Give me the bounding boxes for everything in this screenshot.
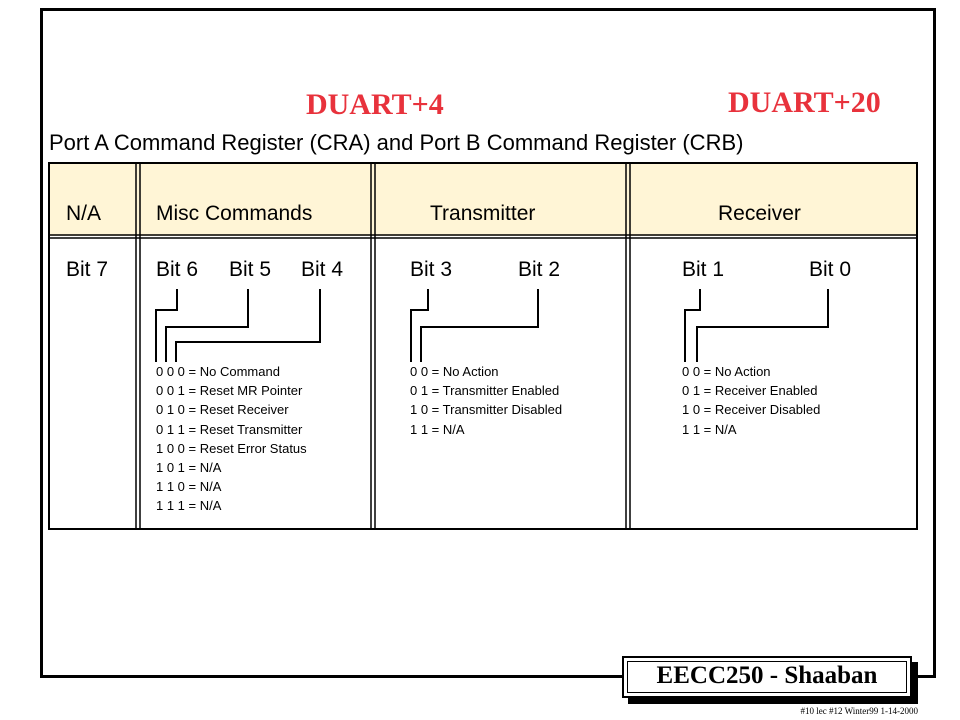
- header-receiver: Receiver: [718, 202, 801, 225]
- bit-6-label: Bit 6: [156, 258, 199, 281]
- misc-encoding-item: 1 1 1 = N/A: [156, 498, 222, 514]
- bit-7-label: Bit 7: [66, 258, 109, 281]
- receiver-encoding-item: 0 1 = Receiver Enabled: [682, 383, 818, 399]
- header-misc-commands: Misc Commands: [156, 202, 313, 225]
- header-na: N/A: [66, 202, 102, 225]
- receiver-encoding-item: 0 0 = No Action: [682, 364, 771, 379]
- misc-encoding-item: 0 1 1 = Reset Transmitter: [156, 421, 303, 437]
- receiver-encoding-item: 1 0 = Receiver Disabled: [682, 402, 821, 418]
- register-border: [48, 162, 918, 530]
- column-dividers: [135, 163, 631, 529]
- transmitter-encoding-item: 1 1 = N/A: [410, 421, 465, 437]
- misc-encoding-list: 0 0 0 = No Command 0 0 1 = Reset MR Poin…: [156, 362, 307, 516]
- duart-offset-cra-label: DUART+4: [306, 88, 444, 121]
- register-lines: [48, 162, 918, 530]
- receiver-bit-connectors: [684, 289, 829, 362]
- course-name: EECC250 - Shaaban: [656, 662, 878, 689]
- transmitter-encoding-item: 0 1 = Transmitter Enabled: [410, 383, 560, 399]
- register-title: Port A Command Register (CRA) and Port B…: [49, 130, 744, 155]
- misc-encoding-item: 1 0 1 = N/A: [156, 460, 222, 476]
- misc-encoding-item: 0 0 0 = No Command: [156, 364, 280, 379]
- transmitter-encoding-list: 0 0 = No Action 0 1 = Transmitter Enable…: [410, 362, 562, 439]
- lecture-footnote: #10 lec #12 Winter99 1-14-2000: [800, 706, 918, 716]
- misc-encoding-item: 1 1 0 = N/A: [156, 479, 222, 495]
- receiver-encoding-item: 1 1 = N/A: [682, 421, 737, 437]
- bit-5-label: Bit 5: [229, 258, 272, 281]
- duart-offset-crb-label: DUART+20: [728, 86, 881, 119]
- course-footer-box: EECC250 - Shaaban: [622, 656, 912, 698]
- misc-encoding-item: 1 0 0 = Reset Error Status: [156, 440, 307, 456]
- misc-encoding-item: 0 0 1 = Reset MR Pointer: [156, 383, 303, 399]
- misc-bit-connectors: [155, 289, 321, 362]
- receiver-encoding-list: 0 0 = No Action 0 1 = Receiver Enabled 1…: [682, 362, 820, 439]
- bit-1-label: Bit 1: [682, 258, 725, 281]
- transmitter-bit-connectors: [410, 289, 539, 362]
- bit-2-label: Bit 2: [518, 258, 561, 281]
- slide-frame: [40, 8, 936, 678]
- header-band: [49, 163, 917, 236]
- bit-4-label: Bit 4: [301, 258, 344, 281]
- misc-encoding-item: 0 1 0 = Reset Receiver: [156, 402, 289, 418]
- course-footer-inner-border: [627, 661, 907, 693]
- header-transmitter: Transmitter: [430, 202, 536, 225]
- bit-3-label: Bit 3: [410, 258, 453, 281]
- transmitter-encoding-item: 1 0 = Transmitter Disabled: [410, 402, 563, 418]
- transmitter-encoding-item: 0 0 = No Action: [410, 364, 499, 379]
- bit-0-label: Bit 0: [809, 258, 852, 281]
- command-register-diagram: N/A Misc Commands Transmitter Receiver B…: [48, 162, 918, 530]
